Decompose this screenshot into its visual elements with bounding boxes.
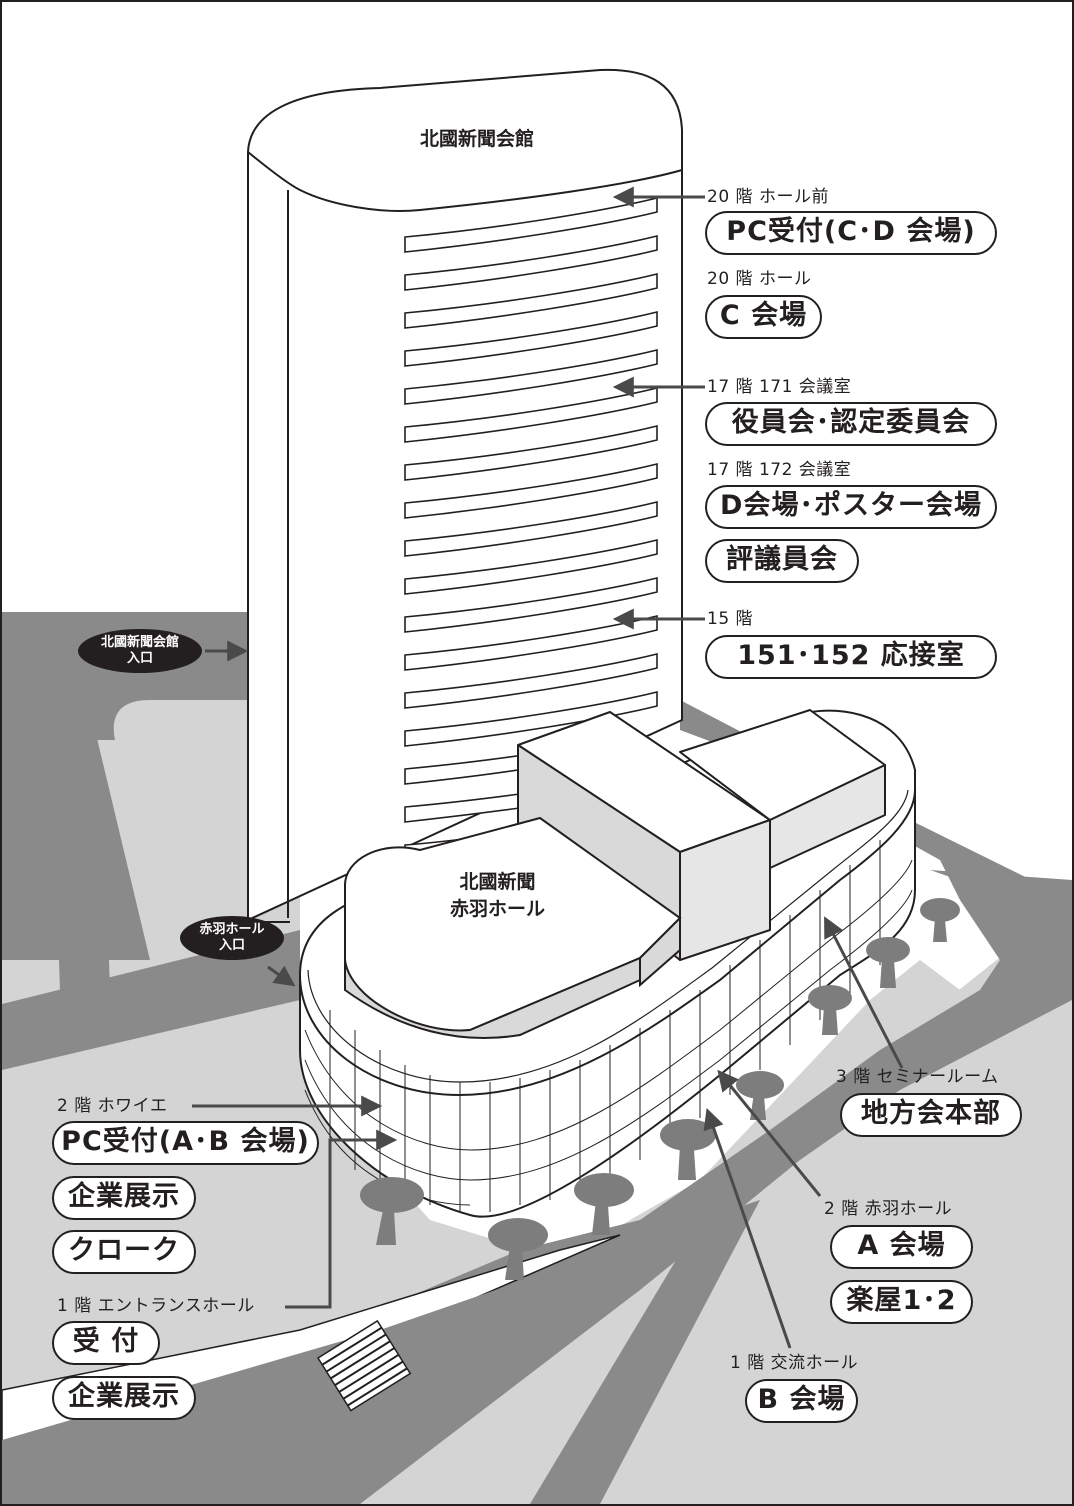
room-pill: 楽屋1･2 — [830, 1280, 973, 1324]
hall-roof — [344, 816, 682, 1039]
hall-entrance-badge: 赤羽ホール 入口 — [180, 916, 284, 960]
room-pill: 企業展示 — [52, 1376, 196, 1420]
tower — [247, 68, 683, 923]
room-pill: 企業展示 — [52, 1176, 196, 1220]
room-pill: 受 付 — [52, 1321, 160, 1365]
hall-entrance-line2: 入口 — [218, 938, 245, 953]
main-entrance-line1: 北國新聞会館 — [100, 635, 179, 650]
tree-icon — [808, 985, 852, 1035]
floor-label-2f-foyer: 2 階 ホワイエ — [57, 1096, 168, 1116]
floor-label-17f-172: 17 階 172 会議室 — [707, 460, 852, 480]
room-pill: B 会場 — [745, 1379, 858, 1423]
room-pill: 地方会本部 — [840, 1093, 1022, 1137]
main-entrance-line2: 入口 — [126, 651, 153, 666]
hall-entrance-line1: 赤羽ホール — [199, 922, 265, 937]
room-pill: 役員会･認定委員会 — [705, 402, 997, 446]
tree-icon — [920, 898, 960, 942]
floor-label-1f-exchange: 1 階 交流ホール — [730, 1353, 859, 1373]
trees — [360, 898, 960, 1280]
room-pill: C 会場 — [705, 295, 822, 339]
floor-label-15f: 15 階 — [707, 609, 754, 629]
floor-label-20f-front: 20 階 ホール前 — [707, 187, 829, 207]
tree-icon — [360, 1177, 424, 1245]
floor-label-2f-hall: 2 階 赤羽ホール — [824, 1199, 953, 1219]
floor-label-20f-hall: 20 階 ホール — [707, 269, 812, 289]
tree-icon — [866, 937, 910, 988]
tree-icon — [488, 1218, 548, 1280]
floor-label-1f-entrance: 1 階 エントランスホール — [57, 1296, 255, 1316]
hall-name-line1: 北國新聞 — [459, 871, 536, 893]
crosswalk — [316, 1319, 412, 1412]
tree-icon — [574, 1173, 634, 1235]
sidewalk — [560, 960, 960, 1260]
room-pill: クローク — [52, 1230, 196, 1274]
floor-label-3f: 3 階 セミナールーム — [836, 1067, 999, 1087]
room-pill: 151･152 応接室 — [705, 635, 997, 679]
tower-name: 北國新聞会館 — [419, 128, 534, 150]
room-pill: PC受付(C･D 会場) — [705, 211, 997, 255]
tower-window-bands — [404, 196, 658, 861]
tree-icon — [660, 1119, 716, 1180]
floor-label-17f-171: 17 階 171 会議室 — [707, 377, 852, 397]
room-pill: PC受付(A･B 会場) — [52, 1121, 319, 1165]
hall-name-line2: 赤羽ホール — [449, 898, 545, 920]
main-entrance-badge: 北國新聞会館 入口 — [78, 629, 202, 673]
room-pill: 評議員会 — [705, 539, 859, 583]
room-pill: D会場･ポスター会場 — [705, 485, 997, 529]
room-pill: A 会場 — [830, 1225, 973, 1269]
leader-lines — [192, 186, 904, 1349]
